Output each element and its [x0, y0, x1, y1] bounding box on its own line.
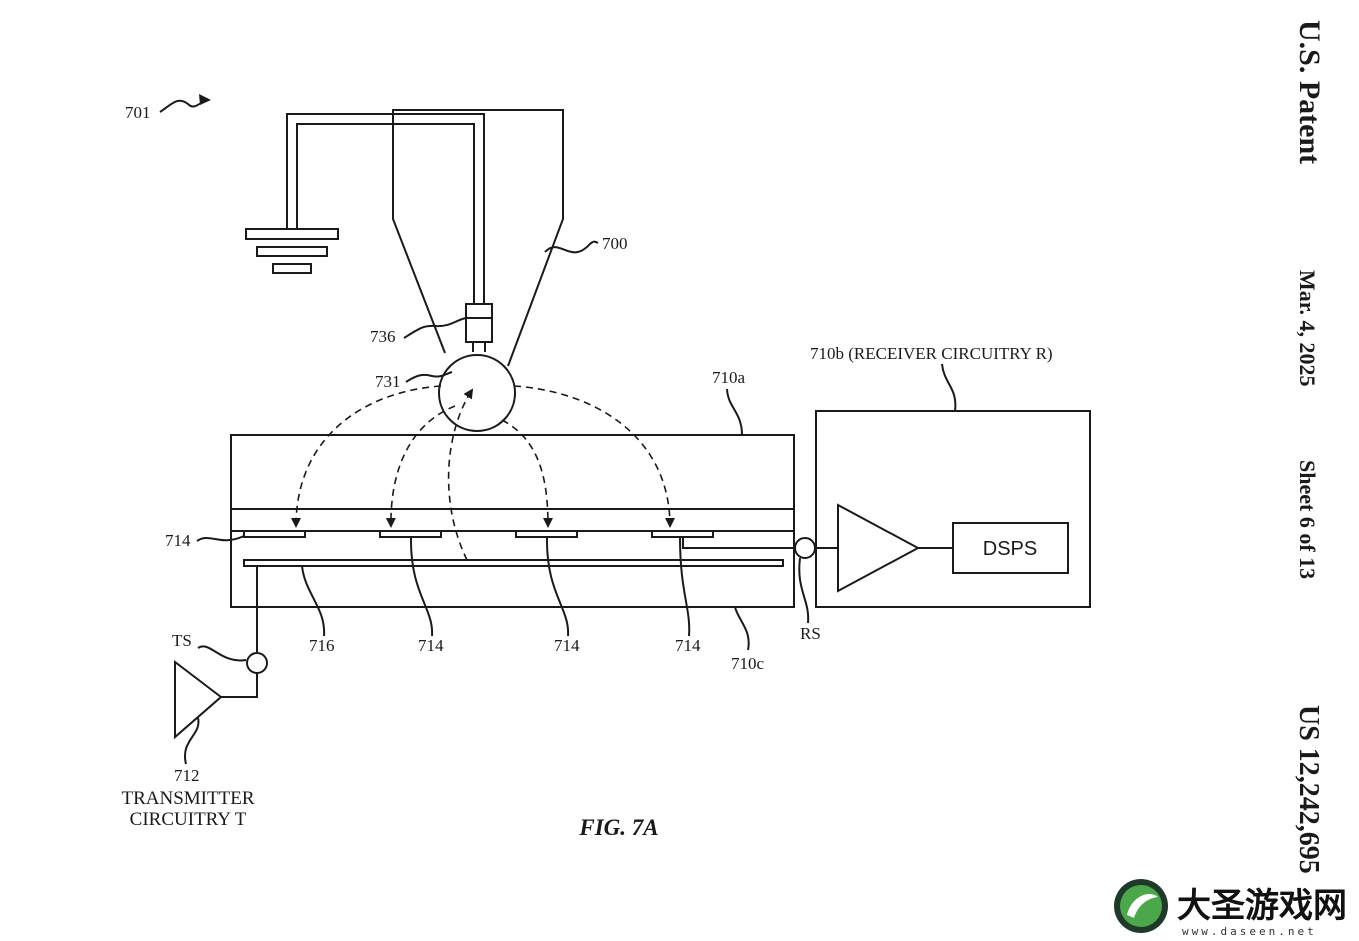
rs-node [794, 537, 816, 559]
label-transmitter-line2: CIRCUITRY T [130, 809, 247, 830]
leader-736 [403, 317, 467, 339]
leader-700 [544, 240, 599, 254]
electrode-714-1 [243, 530, 306, 538]
component-736 [465, 303, 493, 343]
dsps-box [952, 522, 1069, 574]
leader-rs [798, 557, 810, 624]
leader-714-b2 [545, 536, 570, 637]
leader-716 [301, 565, 326, 637]
ts-node [246, 652, 268, 674]
label-transmitter-line1: TRANSMITTER [122, 788, 255, 809]
leader-710c [734, 606, 750, 651]
ground-wire [286, 113, 485, 304]
figure-caption: FIG. 7A [578, 815, 658, 840]
transmitter-amplifier [174, 659, 223, 740]
watermark: 大圣游戏网 www.daseen.net [1114, 879, 1347, 938]
electrode-716 [243, 559, 784, 567]
field-line-1 [291, 385, 442, 528]
leader-714-left [196, 535, 245, 542]
field-line-4 [501, 419, 553, 528]
label-dsps: DSPS [983, 538, 1037, 560]
watermark-text: 大圣游戏网 [1177, 886, 1347, 926]
label-710a: 710a [712, 368, 746, 387]
leader-710a [726, 388, 743, 436]
electrode-714-2 [379, 530, 442, 538]
header-patent-number: US 12,242,695 [1293, 705, 1324, 874]
receiver-amplifier [837, 503, 921, 593]
leader-ts [197, 645, 247, 662]
leader-712 [183, 717, 200, 765]
label-731: 731 [375, 372, 401, 391]
field-line-2 [385, 405, 456, 528]
label-701: 701 [125, 103, 151, 122]
header-sheet: Sheet 6 of 13 [1295, 460, 1320, 579]
label-710c: 710c [731, 654, 765, 673]
ref-701-arrow [199, 94, 211, 105]
label-714-b1: 714 [418, 636, 444, 655]
leader-731 [405, 371, 453, 383]
receiver-box-710b [815, 410, 1091, 608]
leader-710b [941, 363, 957, 412]
rs-wire [682, 537, 794, 549]
stylus-body [392, 109, 564, 367]
label-736: 736 [370, 327, 396, 346]
label-710b: 710b (RECEIVER CIRCUITRY R) [810, 344, 1053, 363]
field-line-5 [513, 385, 675, 528]
label-716: 716 [309, 636, 335, 655]
ground-symbol [245, 228, 339, 274]
label-rs: RS [800, 624, 821, 643]
label-ts: TS [172, 631, 192, 650]
label-714-b2: 714 [554, 636, 580, 655]
header-date: Mar. 4, 2025 [1295, 270, 1320, 387]
header-office: U.S. Patent [1293, 20, 1326, 164]
label-714-b3: 714 [675, 636, 701, 655]
field-line-3 [447, 388, 474, 561]
electrode-714-3 [515, 530, 578, 538]
label-700: 700 [602, 234, 628, 253]
label-712: 712 [174, 766, 200, 785]
stylus-tip-731 [438, 354, 516, 432]
leader-714-b3 [679, 536, 691, 637]
leader-714-b1 [409, 536, 434, 637]
label-714-left: 714 [165, 531, 191, 550]
watermark-url: www.daseen.net [1182, 925, 1317, 938]
panel-710a [230, 434, 795, 608]
electrode-714-4 [651, 530, 714, 538]
